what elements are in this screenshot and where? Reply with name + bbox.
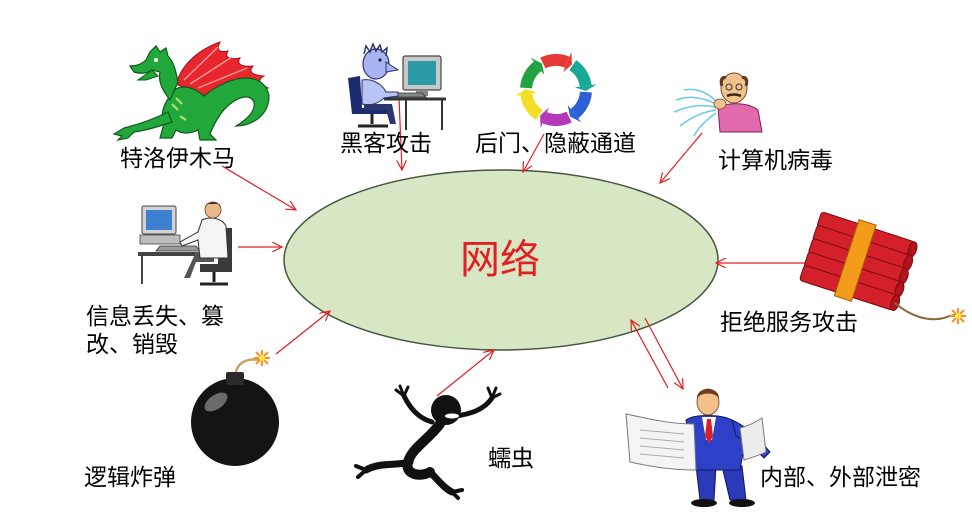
arrows	[221, 97, 806, 397]
label-backdoor: 后门、隐蔽通道	[475, 131, 636, 157]
circular-arrows-icon	[515, 51, 597, 129]
arrow-leak-in	[631, 320, 669, 389]
arrow-leak-out	[644, 317, 683, 389]
worm-icon	[354, 384, 502, 500]
hacker-at-computer-icon	[348, 41, 446, 130]
newspaper-reader-icon	[625, 388, 771, 507]
arrow-trojan	[221, 165, 296, 210]
arrow-virus	[660, 132, 703, 183]
arrow-logic-bomb	[275, 311, 330, 355]
dragon-icon	[112, 41, 270, 141]
label-info-loss-line2: 改、销毁	[86, 332, 178, 358]
arrow-hacker	[399, 97, 402, 170]
label-leak: 内部、外部泄密	[760, 465, 921, 491]
computer-user-icon	[138, 201, 232, 286]
network-label: 网络	[460, 237, 540, 283]
label-worm: 蠕虫	[488, 446, 534, 472]
label-trojan: 特洛伊木马	[120, 146, 235, 172]
bomb-icon	[191, 350, 279, 466]
label-logic-bomb: 逻辑炸弹	[84, 465, 176, 491]
label-hacker: 黑客攻击	[340, 131, 432, 157]
label-dos: 拒绝服务攻击	[720, 310, 858, 336]
arrow-worm	[436, 350, 494, 397]
arrow-backdoor	[523, 133, 545, 172]
dynamite-icon	[799, 211, 966, 324]
label-virus: 计算机病毒	[718, 148, 833, 174]
label-info-loss-line1: 信息丢失、篡	[86, 304, 224, 330]
sneezing-man-icon	[673, 72, 763, 137]
